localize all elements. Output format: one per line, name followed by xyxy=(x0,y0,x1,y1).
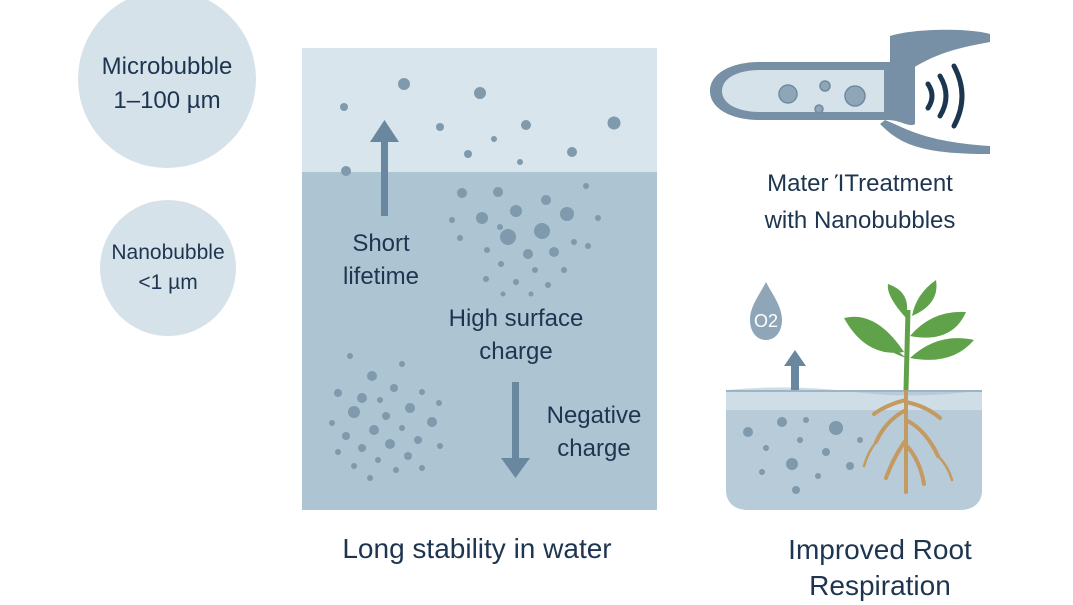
nanobubble-label: Nanobubble xyxy=(111,241,225,264)
plant-roots xyxy=(862,386,954,494)
root-respiration-illustration: O2 xyxy=(726,280,982,510)
short-lifetime-label: Short lifetime xyxy=(342,230,420,290)
ultrasound-waves-icon xyxy=(925,63,965,129)
treatment-device xyxy=(710,29,990,154)
root-zone-bubbles xyxy=(743,417,863,494)
surface-bubbles xyxy=(340,78,621,176)
water-tank xyxy=(302,48,657,510)
nanobubble-size: <1 µm xyxy=(138,271,198,294)
microbubble-label: Microbubble xyxy=(101,53,233,80)
treatment-title: Mater ΊTreatment with Nanobubbles xyxy=(764,170,956,234)
plant-leaves-icon xyxy=(844,280,974,391)
nanobubble-circle: Nanobubble <1 µm xyxy=(100,200,236,336)
root-caption: Improved Root Respiration xyxy=(788,534,972,602)
oxygen-droplet-icon: O2 xyxy=(750,282,782,340)
oxygen-up-arrow-icon xyxy=(784,350,806,390)
negative-charge-label: Negative charge xyxy=(546,402,642,462)
tank-caption: Long stability in water xyxy=(342,533,612,564)
nanobubble-cluster-upper xyxy=(449,183,601,297)
o2-label: O2 xyxy=(754,311,778,331)
microbubble-circle: Microbubble 1–100 µm xyxy=(78,0,256,168)
up-arrow-icon xyxy=(370,120,399,216)
high-surface-charge-label: High surface charge xyxy=(448,305,584,365)
nanobubble-cluster-lower xyxy=(329,353,443,481)
microbubble-size: 1–100 µm xyxy=(113,87,221,114)
down-arrow-icon xyxy=(501,382,530,478)
